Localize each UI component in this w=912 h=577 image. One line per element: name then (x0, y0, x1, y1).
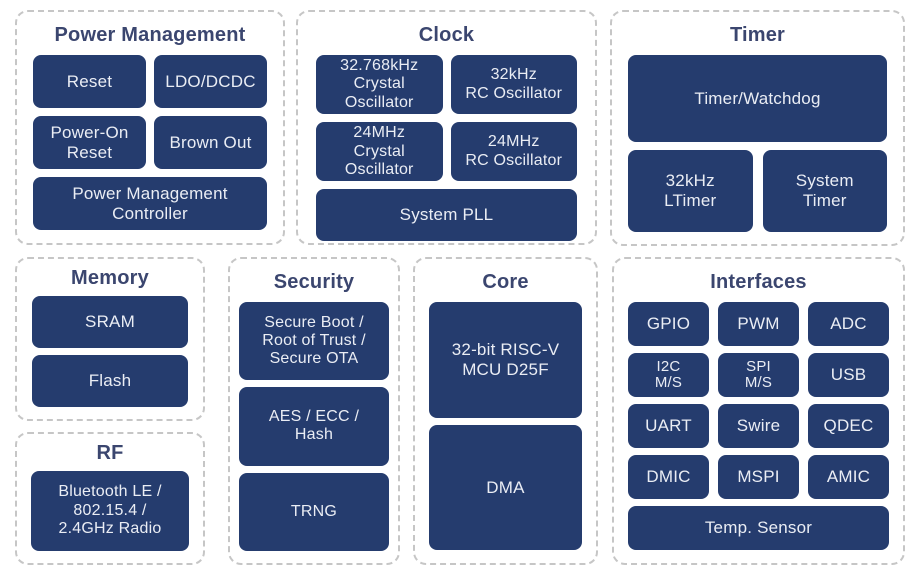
section-interfaces: Interfaces GPIO PWM ADC I2C M/S SPI M/S … (612, 257, 905, 565)
section-title-rf: RF (96, 442, 124, 464)
section-title-interfaces: Interfaces (710, 271, 807, 293)
core-blocks: 32-bit RISC-V MCU D25F DMA (415, 300, 596, 563)
section-core: Core 32-bit RISC-V MCU D25F DMA (413, 257, 598, 565)
power-management-blocks: Reset LDO/DCDC Power-On Reset Brown Out … (17, 53, 283, 243)
section-title-core: Core (482, 271, 529, 293)
block-dma: DMA (429, 424, 582, 550)
block-power-management-controller: Power Management Controller (33, 177, 267, 230)
block-riscv-mcu: 32-bit RISC-V MCU D25F (429, 302, 582, 418)
block-uart: UART (628, 404, 709, 448)
block-reset: Reset (33, 55, 146, 108)
block-adc: ADC (808, 302, 889, 346)
block-system-pll: System PLL (316, 189, 577, 241)
block-mspi: MSPI (718, 455, 799, 499)
block-usb: USB (808, 353, 889, 397)
block-system-timer: System Timer (762, 149, 887, 232)
block-timer-watchdog: Timer/Watchdog (628, 55, 887, 142)
section-clock: Clock 32.768kHz Crystal Oscillator 32kHz… (296, 10, 597, 245)
block-sram: SRAM (32, 296, 188, 348)
block-32khz-ltimer: 32kHz LTimer (628, 149, 753, 232)
interfaces-blocks: GPIO PWM ADC I2C M/S SPI M/S USB UART Sw… (614, 300, 903, 563)
block-trng: TRNG (239, 472, 389, 551)
section-title-memory: Memory (71, 267, 149, 289)
block-amic: AMIC (808, 455, 889, 499)
block-32768khz-crystal-oscillator: 32.768kHz Crystal Oscillator (316, 55, 443, 115)
block-qdec: QDEC (808, 404, 889, 448)
block-dmic: DMIC (628, 455, 709, 499)
block-spi-ms: SPI M/S (718, 353, 799, 397)
block-24mhz-crystal-oscillator: 24MHz Crystal Oscillator (316, 122, 443, 182)
section-title-power-management: Power Management (54, 24, 246, 46)
block-ldo-dcdc: LDO/DCDC (154, 55, 267, 108)
section-memory: Memory SRAM Flash (15, 257, 205, 421)
block-32khz-rc-oscillator: 32kHz RC Oscillator (450, 55, 577, 115)
block-swire: Swire (718, 404, 799, 448)
section-title-timer: Timer (729, 24, 786, 46)
section-power-management: Power Management Reset LDO/DCDC Power-On… (15, 10, 285, 245)
rf-blocks: Bluetooth LE / 802.15.4 / 2.4GHz Radio (17, 471, 203, 563)
section-security: Security Secure Boot / Root of Trust / S… (228, 257, 400, 565)
block-power-on-reset: Power-On Reset (33, 116, 146, 169)
timer-blocks: Timer/Watchdog 32kHz LTimer System Timer (612, 53, 903, 244)
block-bluetooth-radio: Bluetooth LE / 802.15.4 / 2.4GHz Radio (31, 471, 189, 551)
security-blocks: Secure Boot / Root of Trust / Secure OTA… (230, 300, 398, 563)
clock-blocks: 32.768kHz Crystal Oscillator 32kHz RC Os… (298, 53, 595, 253)
section-timer: Timer Timer/Watchdog 32kHz LTimer System… (610, 10, 905, 246)
block-pwm: PWM (718, 302, 799, 346)
block-temp-sensor: Temp. Sensor (628, 506, 889, 550)
block-brown-out: Brown Out (154, 116, 267, 169)
memory-blocks: SRAM Flash (17, 296, 203, 419)
block-secure-boot: Secure Boot / Root of Trust / Secure OTA (239, 302, 389, 381)
block-flash: Flash (32, 355, 188, 407)
block-gpio: GPIO (628, 302, 709, 346)
block-aes-ecc-hash: AES / ECC / Hash (239, 387, 389, 466)
section-title-security: Security (273, 271, 355, 293)
section-title-clock: Clock (418, 24, 475, 46)
block-i2c-ms: I2C M/S (628, 353, 709, 397)
section-rf: RF Bluetooth LE / 802.15.4 / 2.4GHz Radi… (15, 432, 205, 565)
block-24mhz-rc-oscillator: 24MHz RC Oscillator (450, 122, 577, 182)
